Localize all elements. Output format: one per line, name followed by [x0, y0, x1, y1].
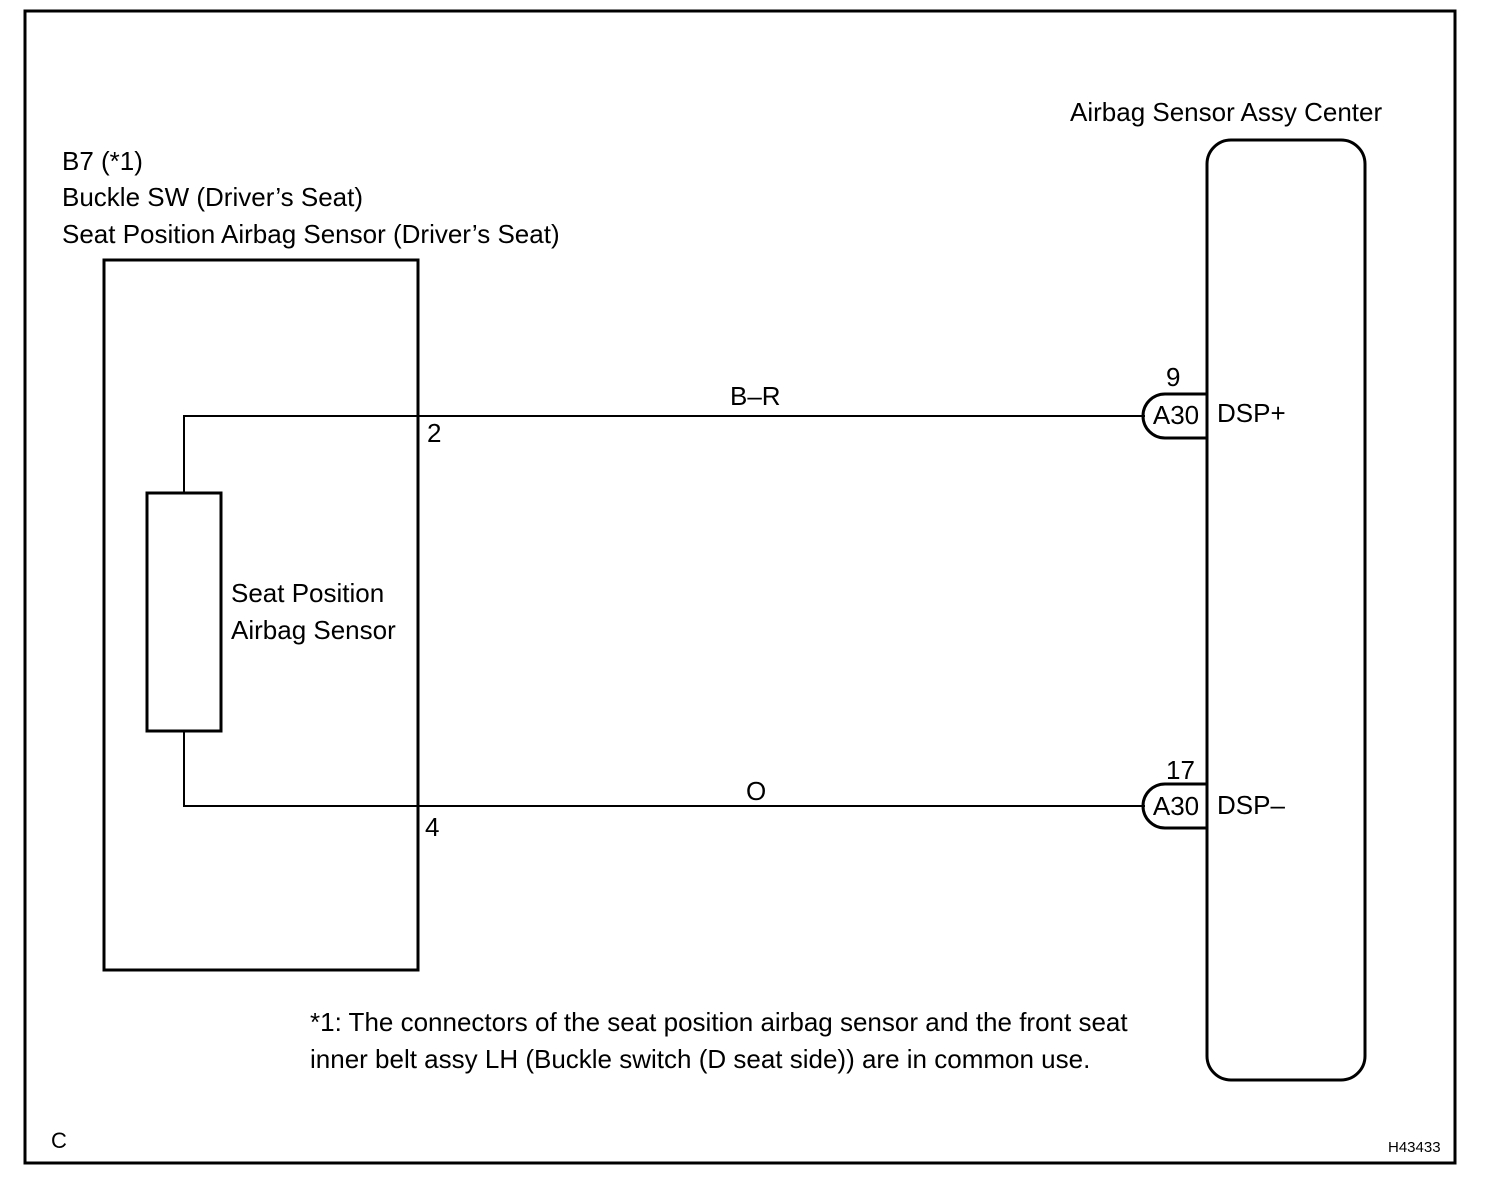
connector-a30-bottom	[1141, 782, 1207, 830]
airbag-sensor-assy-box	[1205, 138, 1367, 1082]
diagram-frame	[23, 9, 1457, 1165]
wire-top-color: B–R	[730, 381, 781, 411]
corner-mark-c: C	[51, 1128, 67, 1153]
right-component-name: Airbag Sensor Assy Center	[1070, 97, 1383, 127]
right-pin-top: 9	[1166, 362, 1181, 392]
left-connector-id: B7 (*1)	[62, 146, 143, 176]
left-component-name-2: Seat Position Airbag Sensor (Driver’s Se…	[62, 219, 560, 249]
right-pin-bottom: 17	[1166, 755, 1195, 785]
connector-a30-top	[1141, 392, 1207, 440]
left-component-name-1: Buckle SW (Driver’s Seat)	[62, 182, 363, 212]
terminal-dsp-plus: DSP+	[1217, 398, 1286, 428]
sensor-label-1: Seat Position	[231, 578, 385, 608]
left-pin-bottom: 4	[425, 812, 440, 842]
left-pin-top: 2	[427, 418, 442, 448]
seat-sensor-box	[102, 258, 420, 972]
wire-bottom-color: O	[746, 776, 767, 806]
figure-code: H43433	[1388, 1139, 1441, 1156]
sensor-label-2: Airbag Sensor	[231, 615, 396, 645]
connector-a30-bottom-label: A30	[1152, 791, 1200, 821]
footnote-line-2: inner belt assy LH (Buckle switch (D sea…	[310, 1044, 1091, 1074]
footnote-line-1: *1: The connectors of the seat position …	[310, 1007, 1128, 1037]
wire-bottom	[183, 731, 1145, 807]
sensor-element	[145, 491, 223, 733]
connector-a30-top-label: A30	[1152, 400, 1200, 430]
terminal-dsp-minus: DSP–	[1217, 790, 1285, 820]
wire-top	[183, 415, 1145, 493]
